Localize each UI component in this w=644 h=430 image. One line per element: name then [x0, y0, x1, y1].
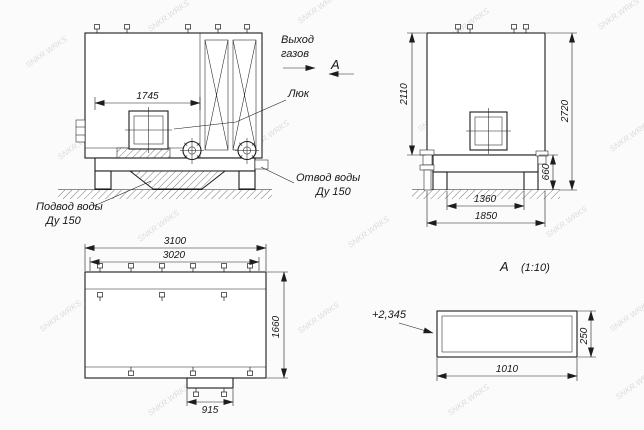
watermark-text: SNKR.WRKS: [608, 298, 644, 334]
pipe-flange: [235, 138, 259, 164]
detail-title-letter: А: [499, 259, 509, 274]
outlet-stub: [254, 159, 269, 170]
label-water-outlet-dn: Ду 150: [314, 186, 352, 198]
gas-duct-panels: [204, 39, 257, 151]
label-hatch: Люк: [287, 88, 310, 100]
watermark-text: SNKR.WRKS: [296, 300, 341, 336]
label-gas-outlet: газов: [281, 48, 309, 60]
dim-text: 915: [202, 405, 219, 416]
dim-top-length-total: 3100: [84, 236, 267, 271]
vessel-body-front: [84, 32, 263, 159]
front-view: 1745 Выход газов А Люк Отвод воды Ду 150…: [36, 24, 360, 227]
watermark-text: SNKR.WRKS: [296, 0, 341, 26]
dim-text: 1360: [474, 194, 497, 205]
elevation-mark: +2,345: [372, 309, 407, 321]
side-view: 2110 2720 660 1360 1850: [399, 24, 577, 227]
front-annotations: Выход газов А Люк Отвод воды Ду 150 Подв…: [36, 34, 360, 227]
watermark-text: SNKR.WRKS: [346, 214, 391, 250]
dim-vessel-depth: 1850: [426, 191, 546, 227]
top-view: 3100 3020 1660 915: [84, 236, 288, 416]
dim-base-height: 660: [539, 154, 558, 191]
dim-front-width: 1745: [94, 91, 201, 110]
watermark-text: SNKR.WRKS: [146, 0, 191, 34]
inlet-manifold: [128, 170, 227, 190]
dim-base-inner-width: 1360: [446, 191, 525, 210]
watermark-text: SNKR.WRKS: [24, 34, 69, 70]
base-frame-front: [94, 157, 256, 172]
dim-text: 1010: [496, 364, 519, 375]
pipe-flange: [180, 138, 204, 164]
label-gas-outlet: Выход: [281, 34, 314, 46]
hatch-side: [466, 108, 511, 154]
dim-top-width: 1660: [267, 271, 288, 379]
base-frame-side: [432, 154, 539, 173]
side-flange: [75, 119, 86, 143]
watermark-text: SNKR.WRKS: [596, 0, 641, 32]
detail-title-scale: (1:10): [521, 262, 550, 274]
dim-text: 1745: [136, 91, 159, 102]
bottom-projection: [186, 377, 234, 389]
inlet-leader-line: [93, 180, 152, 207]
inlet-pipe-side: [419, 149, 435, 191]
label-water-inlet: Подвод воды: [36, 201, 103, 213]
ground-hatch: [412, 190, 560, 199]
base-leg: [238, 170, 256, 190]
dim-text: 250: [579, 327, 590, 345]
dim-text: 2110: [399, 83, 410, 106]
watermark-text: SNKR.WRKS: [38, 298, 83, 334]
label-water-outlet: Отвод воды: [296, 172, 360, 184]
outlet-leader-line: [260, 166, 295, 184]
dim-text: 3020: [163, 250, 186, 261]
watermark-text: SNKR.WRKS: [608, 118, 644, 154]
dim-text: 1660: [271, 315, 282, 338]
base-leg: [94, 170, 112, 190]
watermark-text: SNKR.WRKS: [544, 204, 589, 240]
dim-detail-length: 1010: [436, 358, 578, 381]
elevation-leader-line: [398, 322, 434, 334]
dim-projection-width: 915: [186, 389, 234, 416]
section-letter: А: [330, 57, 340, 72]
watermark-text: SNKR.WRKS: [146, 382, 191, 418]
base-leg: [432, 171, 448, 191]
detail-view-a: А (1:10) +2,345 1010 250: [372, 259, 596, 381]
dim-text: 2720: [560, 99, 571, 123]
dim-detail-height: 250: [578, 310, 596, 358]
dim-text: 660: [541, 163, 552, 180]
hatch-front: [125, 107, 172, 153]
watermark-text: SNKR.WRKS: [446, 382, 491, 418]
hatch-leader-line: [173, 99, 287, 130]
label-water-inlet-dn: Ду 150: [44, 215, 82, 227]
watermark-text: SNKR.WRKS: [614, 366, 644, 402]
dim-text: 1850: [475, 211, 498, 222]
dim-top-length-inner: 3020: [89, 250, 260, 271]
outlet-pipe-side: [535, 150, 549, 165]
profile-outline: [436, 310, 578, 358]
vessel-body-top: [84, 271, 267, 379]
dim-text: 3100: [164, 236, 187, 247]
dim-side-height-total: 2720: [546, 32, 577, 191]
dim-side-height-vessel: 2110: [399, 32, 426, 156]
base-leg: [523, 171, 539, 191]
ground-hatch: [58, 190, 272, 199]
vent-fittings: [94, 24, 250, 34]
